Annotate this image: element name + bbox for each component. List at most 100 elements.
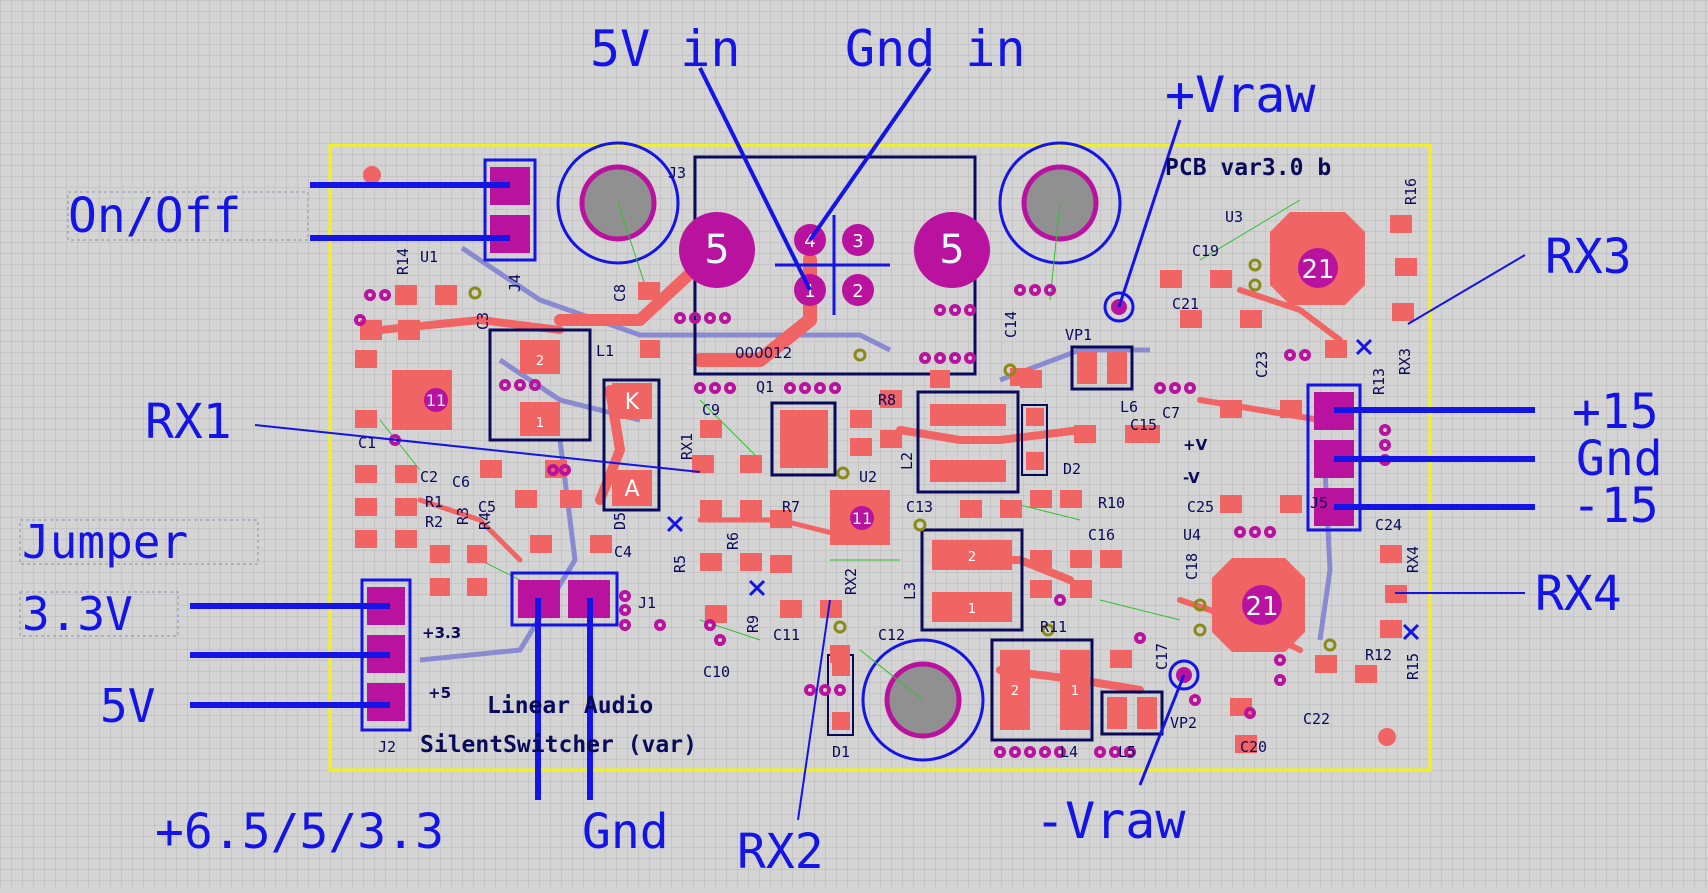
designator-C4: C4 bbox=[614, 543, 632, 561]
designator-RX1: RX1 bbox=[678, 433, 696, 460]
designator-RX2: RX2 bbox=[842, 568, 860, 595]
inductor-L3: 2 1 bbox=[920, 528, 1024, 632]
designator-C3: C3 bbox=[474, 312, 492, 330]
diode-D2 bbox=[1021, 404, 1048, 476]
designator-U2: U2 bbox=[859, 468, 877, 486]
designator-C7: C7 bbox=[1162, 404, 1180, 422]
on-off-box bbox=[67, 191, 309, 241]
label-minus-15: -15 bbox=[1572, 478, 1659, 534]
label-5v: 5V bbox=[100, 679, 155, 733]
designator-C16: C16 bbox=[1088, 526, 1115, 544]
l1-pin-2: 2 bbox=[536, 354, 544, 369]
inductor-L1: 2 1 bbox=[488, 328, 592, 442]
designator-C22: C22 bbox=[1303, 710, 1330, 728]
l3-pin-2: 2 bbox=[968, 550, 976, 565]
l3-pin-1: 1 bbox=[968, 602, 976, 617]
board-version: PCB var3.0 b bbox=[1165, 155, 1331, 181]
designator-L3: L3 bbox=[901, 582, 919, 600]
designator-RX3: RX3 bbox=[1396, 348, 1414, 375]
designator-RX4: RX4 bbox=[1404, 546, 1422, 573]
designator-C14: C14 bbox=[1002, 311, 1020, 338]
silk-code: 000012 bbox=[735, 344, 792, 362]
designator-D1: D1 bbox=[832, 743, 850, 761]
designator-R11: R11 bbox=[1040, 618, 1067, 636]
designator-C10: C10 bbox=[703, 663, 730, 681]
fiducial-top-left bbox=[363, 166, 381, 184]
designator-R16: R16 bbox=[1402, 178, 1420, 205]
designator-R1: R1 bbox=[425, 493, 443, 511]
ic-U2: 11 bbox=[830, 490, 890, 545]
designator-C19: C19 bbox=[1192, 242, 1219, 260]
d5-pin-k: K bbox=[625, 390, 640, 415]
label-on-off: On/Off bbox=[68, 188, 241, 244]
designator-R10: R10 bbox=[1098, 494, 1125, 512]
label-rx3: RX3 bbox=[1545, 229, 1632, 285]
designator-C11: C11 bbox=[773, 626, 800, 644]
designator-L1: L1 bbox=[596, 342, 614, 360]
designator-L2: L2 bbox=[898, 452, 916, 470]
designator-U1: U1 bbox=[420, 248, 438, 266]
label-output-gnd: Gnd bbox=[582, 804, 669, 860]
u4-pin-21: 21 bbox=[1245, 592, 1278, 622]
j3-pin-1: 1 bbox=[804, 281, 815, 302]
component-VP2 bbox=[1100, 690, 1164, 736]
j3-pin-5-left: 5 bbox=[704, 227, 729, 273]
label-rx4: RX4 bbox=[1535, 566, 1622, 622]
designator-R8: R8 bbox=[878, 391, 896, 409]
label-rx2: RX2 bbox=[737, 824, 824, 880]
designator-R4: R4 bbox=[476, 512, 494, 530]
u1-pin-11: 11 bbox=[426, 391, 446, 410]
designator-VP1: VP1 bbox=[1065, 326, 1092, 344]
designator-C17: C17 bbox=[1153, 643, 1171, 670]
designator-R6: R6 bbox=[724, 532, 742, 550]
designator-C23: C23 bbox=[1253, 351, 1271, 378]
fiducial-bottom-right bbox=[1378, 728, 1396, 746]
inductor-L2 bbox=[916, 390, 1020, 494]
designator-U4: U4 bbox=[1183, 526, 1201, 544]
designator-J5: J5 bbox=[1310, 494, 1328, 512]
label-output-voltages: +6.5/5/3.3 bbox=[155, 804, 444, 860]
designator-R12: R12 bbox=[1365, 646, 1392, 664]
jumper-box bbox=[19, 519, 259, 565]
designator-J4: J4 bbox=[506, 274, 524, 292]
designator-C8: C8 bbox=[611, 284, 629, 302]
inductor-L4: 2 1 bbox=[990, 638, 1094, 742]
designator-R9: R9 bbox=[744, 615, 762, 633]
designator-C25: C25 bbox=[1187, 498, 1214, 516]
designator-VP2: VP2 bbox=[1170, 714, 1197, 732]
label-3v3: 3.3V bbox=[22, 587, 133, 641]
designator-C20: C20 bbox=[1240, 738, 1267, 756]
designator-R5: R5 bbox=[671, 555, 689, 573]
designator-L5: L5 bbox=[1118, 743, 1136, 761]
board-title-line2: SilentSwitcher (var) bbox=[420, 732, 697, 758]
label-gnd: Gnd bbox=[1576, 431, 1663, 487]
j3-pin-4: 4 bbox=[804, 231, 815, 252]
designator-C15: C15 bbox=[1130, 416, 1157, 434]
l4-pin-1: 1 bbox=[1071, 684, 1079, 699]
label-jumper: Jumper bbox=[22, 515, 188, 569]
designator-C6: C6 bbox=[452, 473, 470, 491]
d5-pin-a: A bbox=[624, 477, 639, 502]
silk-minus-v: -V bbox=[1183, 469, 1200, 487]
label-plus-vraw: +Vraw bbox=[1165, 66, 1316, 124]
j3-pin-2: 2 bbox=[852, 281, 863, 302]
transistor-Q1 bbox=[770, 401, 837, 477]
label-plus-15: +15 bbox=[1572, 384, 1659, 440]
component-VP1 bbox=[1070, 345, 1134, 391]
diode-D5: K A bbox=[602, 378, 661, 512]
vias bbox=[354, 284, 1391, 758]
designator-L6: L6 bbox=[1120, 398, 1138, 416]
v33-box bbox=[19, 591, 179, 637]
designator-C18: C18 bbox=[1183, 553, 1201, 580]
connector-J3: 5 5 4 3 1 2 bbox=[679, 155, 990, 376]
designator-C24: C24 bbox=[1375, 516, 1402, 534]
ic-U4: 21 bbox=[1212, 558, 1305, 652]
designator-U3: U3 bbox=[1225, 208, 1243, 226]
board-title-line1: Linear Audio bbox=[487, 693, 653, 719]
smd-pads bbox=[355, 215, 1417, 753]
label-rx1: RX1 bbox=[145, 394, 232, 450]
l4-pin-2: 2 bbox=[1011, 684, 1019, 699]
designator-C9: C9 bbox=[702, 401, 720, 419]
ic-U3: 21 bbox=[1270, 212, 1365, 305]
